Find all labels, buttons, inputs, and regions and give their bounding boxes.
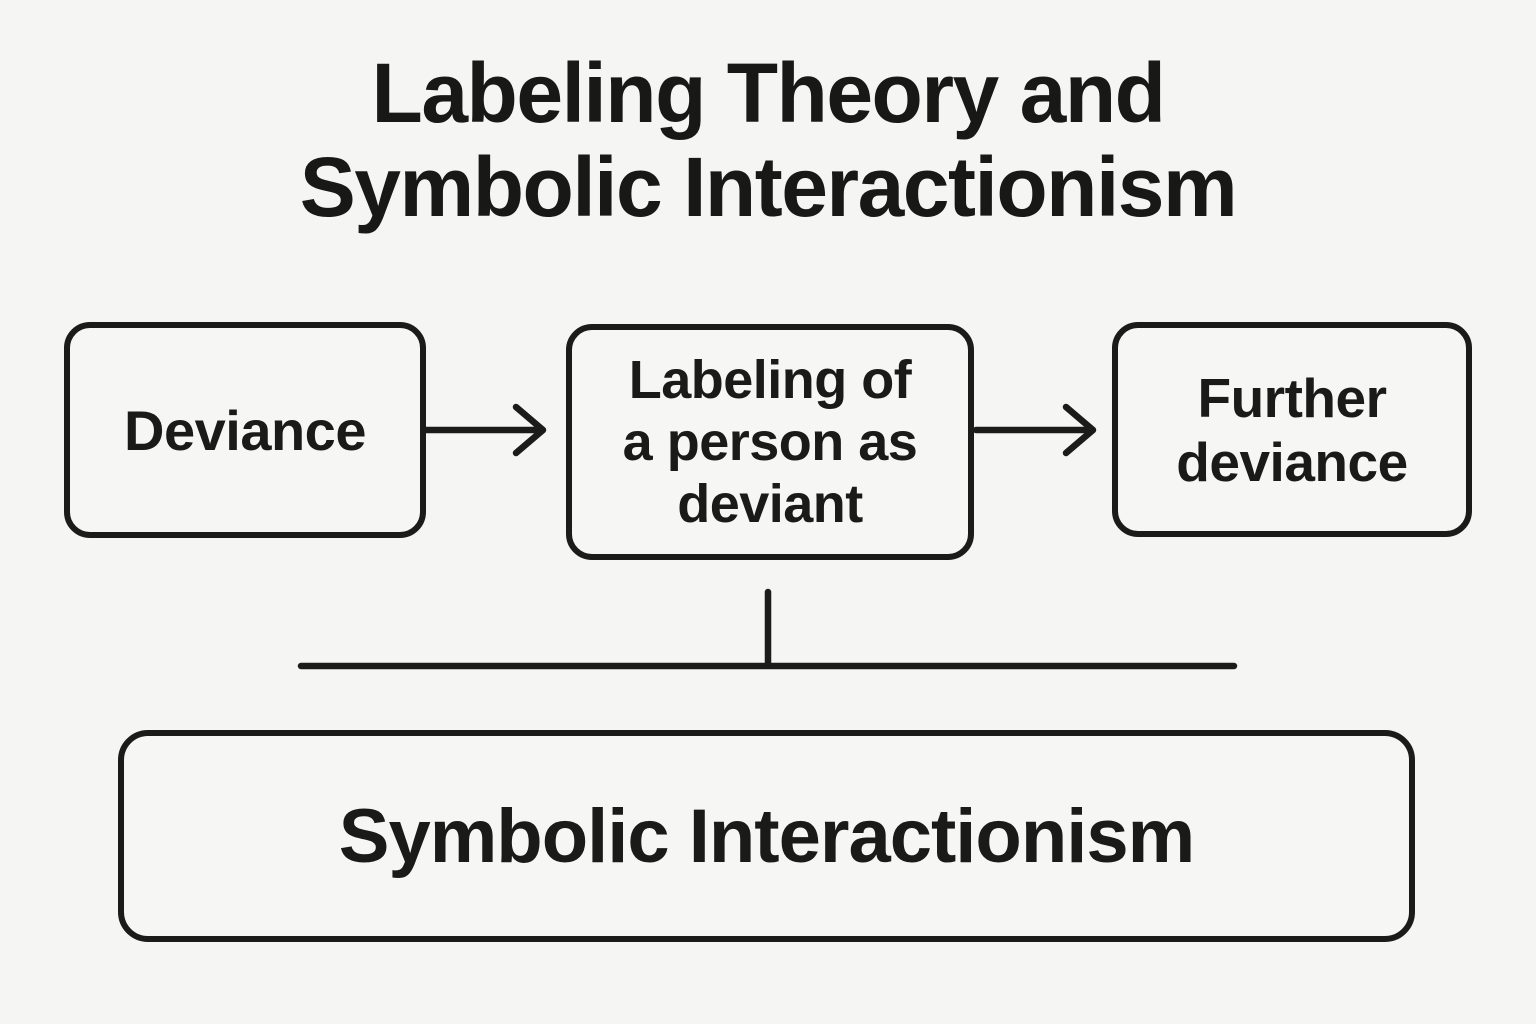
arrow-right-icon [972,403,1097,457]
node-labeling-of-a-person-as-deviant: Labeling of a person as deviant [566,324,974,560]
node-deviance: Deviance [64,322,426,538]
arrow-right-icon [422,403,547,457]
node-symbolic-interactionism: Symbolic Interactionism [118,730,1415,942]
bracket-connector-line [297,588,1238,670]
node-further-deviance: Further deviance [1112,322,1472,537]
diagram-title: Labeling Theory and Symbolic Interaction… [299,46,1238,234]
